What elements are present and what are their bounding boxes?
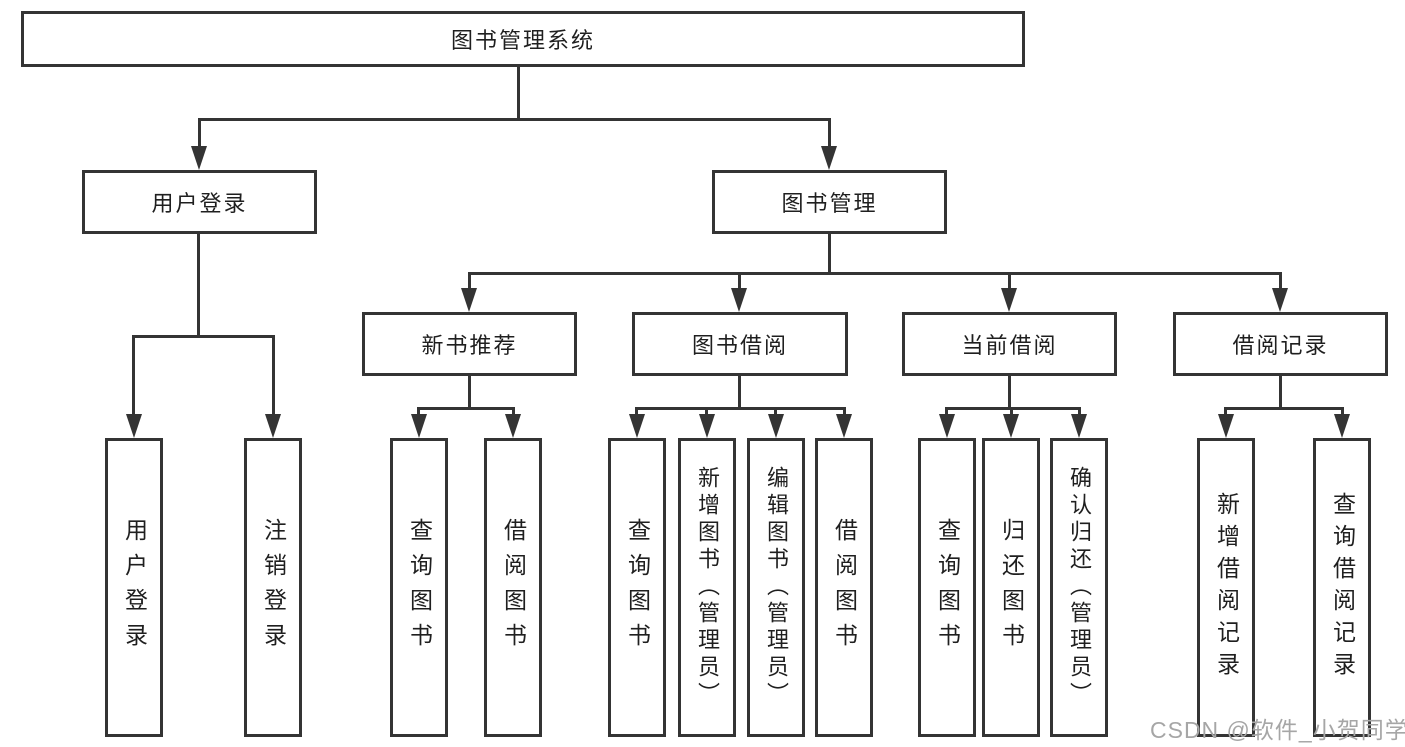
arrow-down-icon [629, 414, 645, 438]
arrow-down-icon [1272, 288, 1288, 312]
arrow-down-icon [836, 414, 852, 438]
connector-line [468, 376, 471, 410]
leaf-query-borrow-record: 查询借阅记录 [1313, 438, 1371, 737]
leaf-borrow-books: 借阅图书 [815, 438, 873, 737]
node-label: 用户登录 [121, 517, 148, 658]
arrow-down-icon [461, 288, 477, 312]
node-book-borrow: 图书借阅 [632, 312, 848, 376]
node-label: 查询图书 [624, 517, 651, 658]
connector-line [417, 407, 420, 417]
connector-line [1008, 376, 1011, 410]
node-label: 新书推荐 [421, 333, 518, 358]
connector-line [1224, 407, 1227, 417]
csdn-watermark: CSDN @软件_小贺同学 [1150, 717, 1405, 743]
connector-line [198, 118, 831, 121]
connector-line [843, 407, 846, 417]
leaf-query-books-recommend: 查询图书 [390, 438, 448, 737]
connector-line [828, 234, 831, 275]
connector-line [417, 407, 515, 410]
node-current-borrow: 当前借阅 [902, 312, 1117, 376]
arrow-down-icon [939, 414, 955, 438]
node-label: 借阅图书 [831, 517, 858, 658]
arrow-down-icon [126, 414, 142, 438]
node-label: 借阅记录 [1232, 333, 1329, 358]
arrow-down-icon [1003, 414, 1019, 438]
node-label: 借阅图书 [500, 517, 527, 658]
connector-line [945, 407, 1081, 410]
node-label: 图书管理系统 [450, 28, 595, 53]
node-new-book-recommend: 新书推荐 [362, 312, 577, 376]
connector-line [1279, 272, 1282, 292]
arrow-down-icon [731, 288, 747, 312]
arrow-down-icon [1001, 288, 1017, 312]
arrow-down-icon [768, 414, 784, 438]
connector-line [1224, 407, 1344, 410]
arrow-down-icon [191, 146, 207, 170]
leaf-return-books: 归还图书 [982, 438, 1040, 737]
node-label: 注销登录 [260, 517, 287, 658]
connector-line [828, 118, 831, 150]
connector-line [132, 335, 275, 338]
node-label: 新增图书（管理员） [695, 466, 720, 709]
arrow-down-icon [411, 414, 427, 438]
connector-line [468, 272, 471, 292]
leaf-borrow-books-recommend: 借阅图书 [484, 438, 542, 737]
connector-line [197, 234, 200, 338]
arrow-down-icon [821, 146, 837, 170]
leaf-add-borrow-record: 新增借阅记录 [1197, 438, 1255, 737]
node-library-management-system: 图书管理系统 [21, 11, 1025, 67]
connector-line [774, 407, 777, 417]
node-label: 新增借阅记录 [1213, 491, 1240, 684]
node-label: 编辑图书（管理员） [764, 466, 789, 709]
leaf-user-login: 用户登录 [105, 438, 163, 737]
leaf-query-books-borrow: 查询图书 [608, 438, 666, 737]
leaf-add-books-admin: 新增图书（管理员） [678, 438, 736, 737]
connector-line [468, 272, 1282, 275]
connector-line [1341, 407, 1344, 417]
connector-line [272, 335, 275, 416]
arrow-down-icon [699, 414, 715, 438]
connector-line [945, 407, 948, 417]
arrow-down-icon [505, 414, 521, 438]
node-label: 确认归还（管理员） [1067, 466, 1092, 709]
node-label: 查询图书 [406, 517, 433, 658]
connector-line [635, 407, 846, 410]
connector-line [738, 272, 741, 292]
node-label: 图书借阅 [691, 333, 788, 358]
connector-line [517, 67, 520, 121]
arrow-down-icon [1218, 414, 1234, 438]
arrow-down-icon [1334, 414, 1350, 438]
leaf-query-books-current: 查询图书 [918, 438, 976, 737]
connector-line [1279, 376, 1282, 410]
arrow-down-icon [265, 414, 281, 438]
node-book-management: 图书管理 [712, 170, 947, 234]
node-label: 归还图书 [998, 517, 1025, 658]
connector-line [132, 335, 135, 416]
node-label: 用户登录 [151, 191, 248, 216]
leaf-confirm-return-admin: 确认归还（管理员） [1050, 438, 1108, 737]
connector-line [512, 407, 515, 417]
node-label: 当前借阅 [961, 333, 1058, 358]
leaf-edit-books-admin: 编辑图书（管理员） [747, 438, 805, 737]
connector-line [1078, 407, 1081, 417]
connector-line [738, 376, 741, 410]
node-label: 查询借阅记录 [1329, 491, 1356, 684]
connector-line [1008, 272, 1011, 292]
leaf-logout: 注销登录 [244, 438, 302, 737]
connector-line [635, 407, 638, 417]
connector-line [198, 118, 201, 150]
connector-line [1010, 407, 1013, 417]
connector-line [705, 407, 708, 417]
node-label: 图书管理 [781, 191, 878, 216]
node-user-login: 用户登录 [82, 170, 317, 234]
node-label: 查询图书 [934, 517, 961, 658]
node-borrow-records: 借阅记录 [1173, 312, 1388, 376]
arrow-down-icon [1071, 414, 1087, 438]
